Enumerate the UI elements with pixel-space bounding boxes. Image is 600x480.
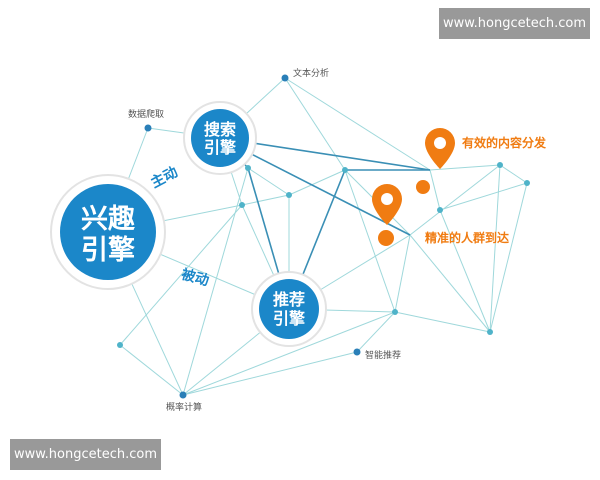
watermark-top: www.hongcetech.com <box>439 8 590 39</box>
location-pin-icon <box>372 184 402 225</box>
network-dot <box>286 192 292 198</box>
network-dot <box>117 342 123 348</box>
network-line <box>439 182 528 211</box>
network-line <box>429 164 501 171</box>
network-dot <box>239 202 245 208</box>
interest-engine-node: 兴趣 引擎 <box>50 174 166 290</box>
network-line <box>241 194 290 206</box>
smart-recommend-label: 智能推荐 <box>365 349 401 361</box>
search-engine-label-line1: 搜索 <box>204 120 236 139</box>
network-line <box>439 209 491 333</box>
network-dot <box>144 124 152 132</box>
network-line <box>489 182 528 333</box>
recommend-engine-label-line2: 引擎 <box>273 309 306 328</box>
data-crawl-label: 数据爬取 <box>128 108 164 120</box>
network-line <box>499 164 528 184</box>
network-line <box>409 234 491 333</box>
network-line <box>119 344 184 396</box>
effective-distribution-label: 有效的内容分发 <box>462 135 547 150</box>
network-line <box>182 351 358 396</box>
passive-edge-label: 被动 <box>179 266 210 290</box>
active-edge-label: 主动 <box>148 163 181 191</box>
network-line <box>182 311 396 396</box>
network-line <box>119 204 243 346</box>
orange-dot <box>416 180 430 194</box>
location-pin-icon <box>425 128 455 169</box>
interest-engine-label-line1: 兴趣 <box>81 204 135 235</box>
network-dot <box>281 74 289 82</box>
precise-reach-label: 精准的人群到达 <box>425 230 509 245</box>
network-dot <box>497 162 503 168</box>
network-dot <box>179 391 187 399</box>
orange-dot <box>378 230 394 246</box>
network-dots <box>117 74 530 399</box>
watermark-bottom: www.hongcetech.com <box>10 439 161 470</box>
network-dot <box>487 329 493 335</box>
network-dot <box>342 167 348 173</box>
search-engine-node: 搜索 引擎 <box>183 101 257 175</box>
network-line <box>288 169 346 196</box>
network-line <box>182 167 249 396</box>
network-dot <box>524 180 530 186</box>
recommend-engine-label-line1: 推荐 <box>273 290 305 309</box>
probability-calc-label: 概率计算 <box>166 401 202 413</box>
network-line <box>356 311 396 353</box>
recommend-engine-node: 推荐 引擎 <box>251 271 327 347</box>
network-line <box>247 167 290 196</box>
interest-engine-label-line2: 引擎 <box>81 234 135 266</box>
network-line <box>394 311 491 333</box>
search-engine-label-line2: 引擎 <box>204 138 237 157</box>
network-line <box>394 234 411 313</box>
network-line <box>284 77 431 171</box>
network-line <box>409 164 501 236</box>
network-dot <box>392 309 398 315</box>
network-line <box>429 169 441 211</box>
network-line <box>489 164 501 333</box>
network-dot <box>353 348 361 356</box>
text-analysis-label: 文本分析 <box>293 67 329 79</box>
network-dot <box>437 207 443 213</box>
network-line <box>344 169 396 313</box>
network-line <box>284 77 346 171</box>
network-dot <box>245 165 251 171</box>
